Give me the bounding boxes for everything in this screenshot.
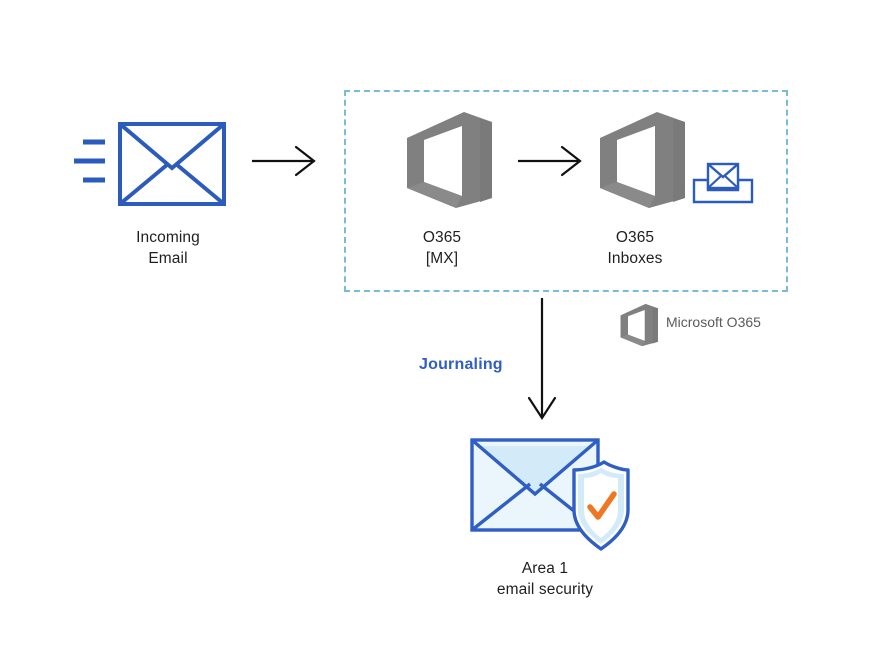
envelope-icon bbox=[74, 122, 226, 206]
area1-email-security-node[interactable] bbox=[468, 432, 632, 554]
area1-email-security-label: Area 1 email security bbox=[496, 560, 594, 598]
arrow-mx-to-inboxes bbox=[518, 145, 584, 177]
arrow-incoming-to-mx bbox=[252, 145, 318, 177]
inbox-tray-envelope-icon bbox=[692, 160, 754, 204]
o365-zone-boundary bbox=[344, 90, 788, 292]
journaling-label: Journaling bbox=[419, 356, 503, 373]
legend-office-icon bbox=[619, 303, 659, 347]
office-365-icon bbox=[407, 112, 492, 208]
o365-mx-label: O365 [MX] bbox=[422, 229, 462, 267]
incoming-email-label: Incoming Email bbox=[136, 229, 200, 267]
office-365-icon bbox=[620, 303, 658, 347]
o365-inboxes-node[interactable] bbox=[597, 110, 687, 210]
arrow-inboxes-to-area1 bbox=[524, 298, 560, 422]
incoming-email-node[interactable] bbox=[72, 120, 232, 212]
shielded-envelope-icon bbox=[470, 438, 630, 551]
office-365-icon bbox=[600, 112, 685, 208]
o365-mx-node[interactable] bbox=[404, 110, 494, 210]
o365-inboxes-label: O365 Inboxes bbox=[607, 229, 663, 267]
legend-label: Microsoft O365 bbox=[666, 314, 761, 330]
